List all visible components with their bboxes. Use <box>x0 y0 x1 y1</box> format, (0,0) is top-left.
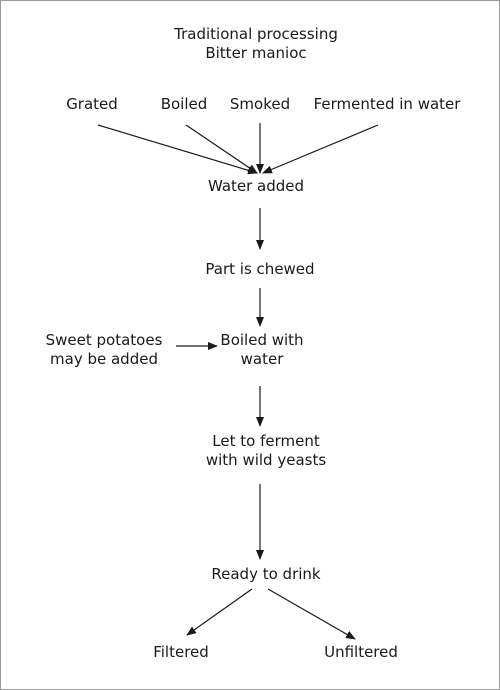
ferment-line-1: Let to ferment <box>212 432 320 450</box>
method-grated: Grated <box>66 95 118 113</box>
side-input-line-2: may be added <box>50 350 158 368</box>
step-ready-to-drink: Ready to drink <box>211 565 321 583</box>
diagram-title: Traditional processing Bitter manioc <box>174 25 338 63</box>
side-input-sweet-potatoes: Sweet potatoes may be added <box>46 331 163 369</box>
arrow-boiled-to-water-added <box>185 124 258 174</box>
title-line-1: Traditional processing <box>174 25 338 43</box>
step-water-added: Water added <box>207 177 305 195</box>
step-let-to-ferment: Let to ferment with wild yeasts <box>206 432 326 470</box>
arrow-ready-to-filtered <box>186 588 253 636</box>
title-line-2: Bitter manioc <box>205 44 307 62</box>
arrow-ready-to-unfiltered <box>267 588 356 640</box>
step-boiled-with-water: Boiled with water <box>220 331 303 369</box>
step-part-is-chewed: Part is chewed <box>205 260 315 278</box>
outcome-filtered: Filtered <box>153 643 209 661</box>
arrow-fermented-to-water-added <box>262 124 379 174</box>
method-boiled: Boiled <box>160 95 208 113</box>
ferment-line-2: with wild yeasts <box>205 451 327 469</box>
outcome-unfiltered: Unfiltered <box>324 643 398 661</box>
side-input-line-1: Sweet potatoes <box>45 331 163 349</box>
method-smoked: Smoked <box>229 95 291 113</box>
boiled-line-2: water <box>240 350 284 368</box>
method-fermented-in-water: Fermented in water <box>313 95 461 113</box>
arrow-grated-to-water-added <box>97 124 258 175</box>
boiled-line-1: Boiled with <box>220 331 304 349</box>
